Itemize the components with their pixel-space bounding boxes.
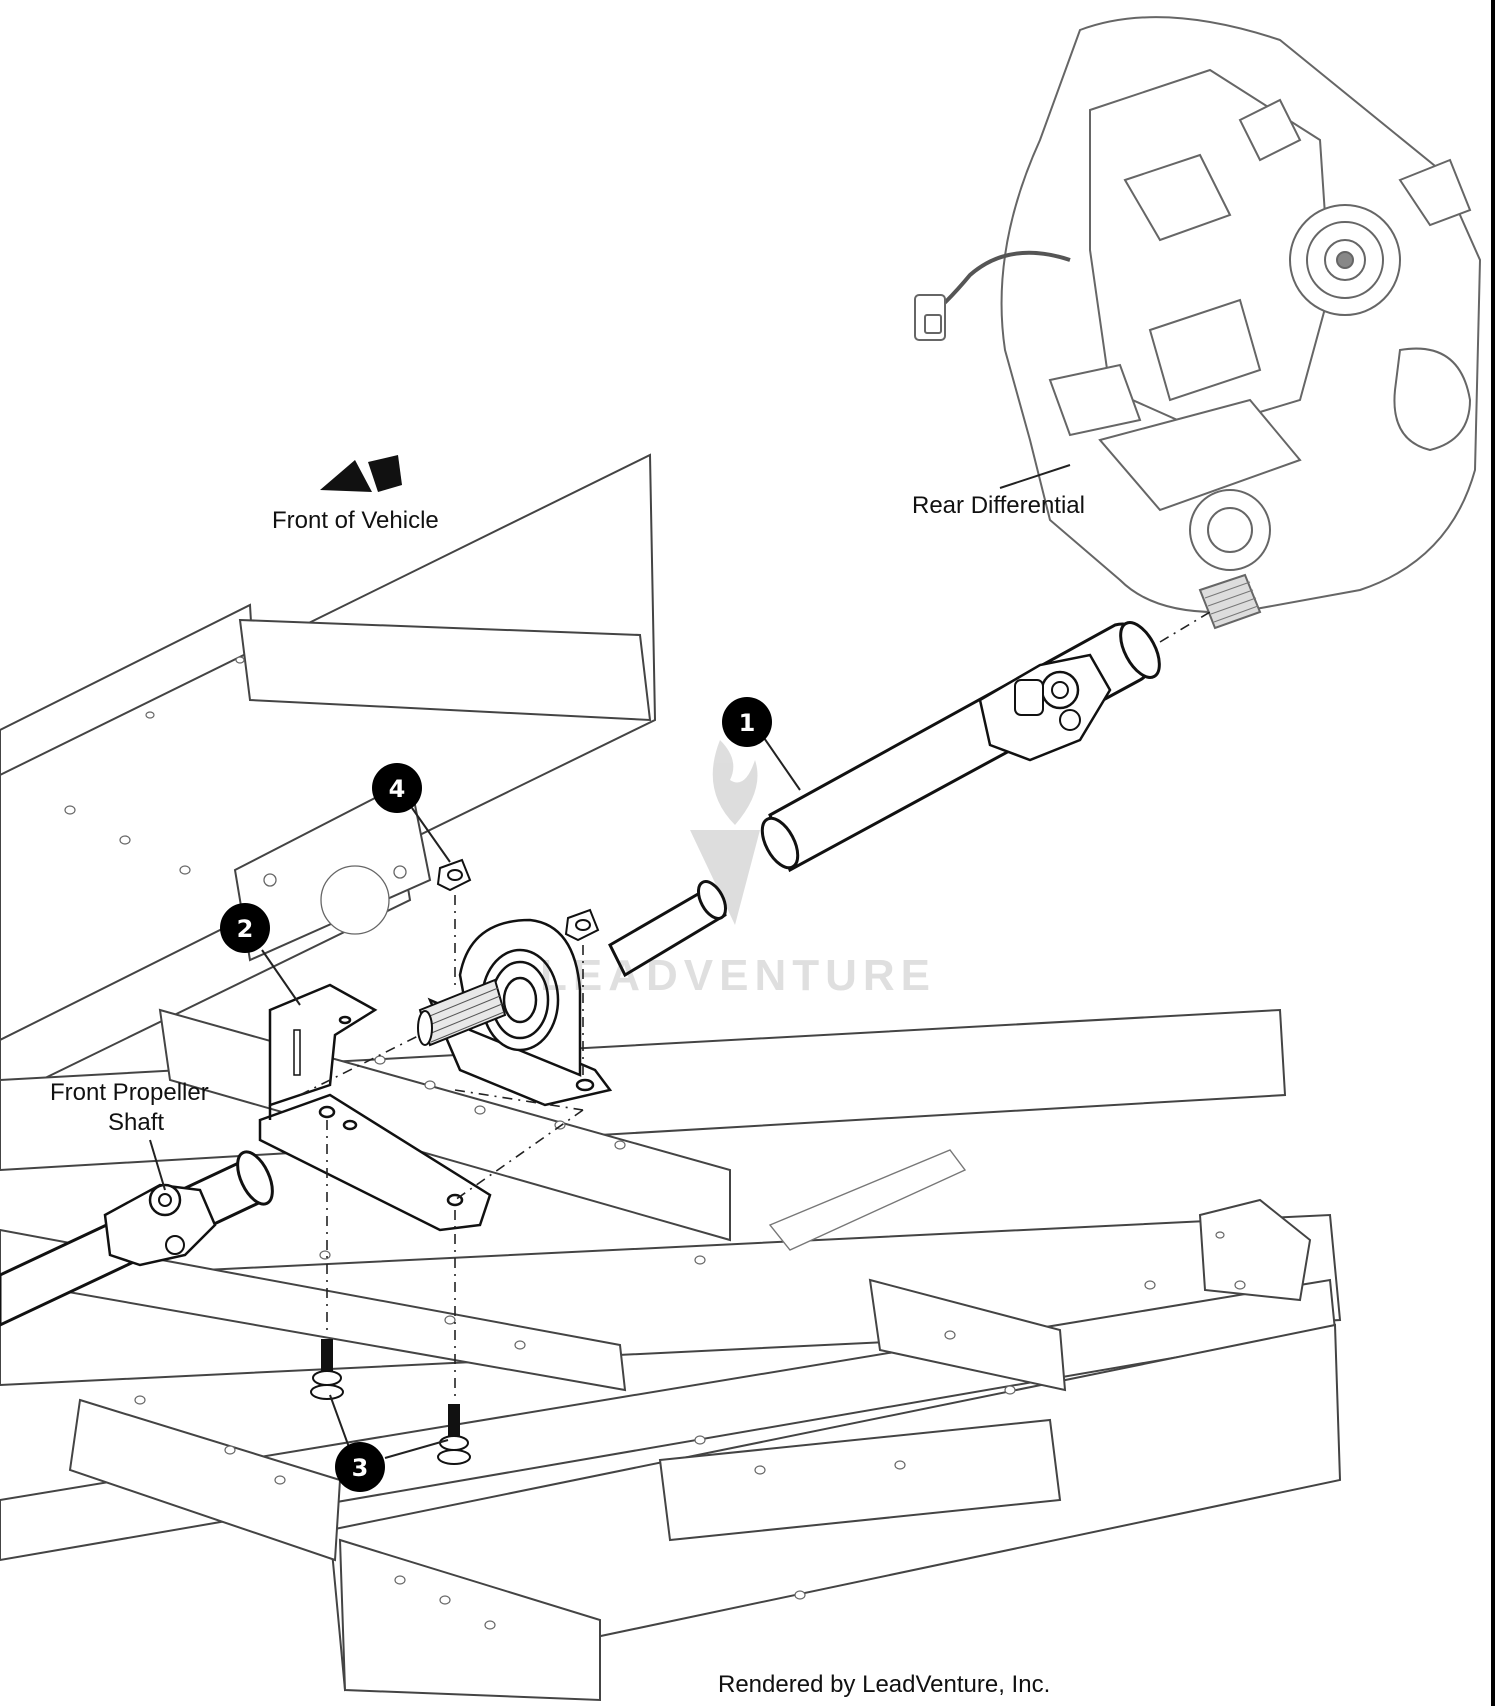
front-propeller-shaft-label-line2: Shaft bbox=[108, 1109, 164, 1136]
front-of-vehicle-label: Front of Vehicle bbox=[272, 507, 439, 534]
footer-credit: Rendered by LeadVenture, Inc. bbox=[718, 1671, 1050, 1698]
assembly-center-lines bbox=[299, 611, 1211, 1400]
svg-text:2: 2 bbox=[237, 915, 254, 943]
callout-3: 3 bbox=[329, 1394, 449, 1492]
leadventure-logo-watermark: LEADVENTURE bbox=[540, 740, 936, 1000]
rear-propeller-shaft bbox=[608, 621, 1161, 978]
nut-4-a bbox=[436, 858, 472, 892]
bolt-3-a bbox=[310, 1339, 344, 1400]
svg-text:3: 3 bbox=[352, 1454, 369, 1482]
front-propeller-shaft bbox=[0, 1150, 274, 1327]
svg-text:1: 1 bbox=[739, 709, 756, 737]
center-support-bearing bbox=[417, 918, 613, 1107]
front-propeller-shaft-leader bbox=[149, 1139, 166, 1191]
callout-2: 2 bbox=[220, 903, 301, 1006]
front-propeller-shaft-label-line1: Front Propeller bbox=[50, 1079, 209, 1106]
front-direction-arrow-icon bbox=[320, 455, 402, 492]
watermark-text: LEADVENTURE bbox=[540, 951, 936, 1000]
rear-differential-assembly bbox=[914, 16, 1482, 630]
bearing-mount-bracket bbox=[258, 983, 492, 1232]
callout-4: 4 bbox=[372, 763, 451, 863]
vehicle-frame bbox=[0, 453, 1342, 1702]
svg-text:4: 4 bbox=[389, 775, 406, 803]
rear-differential-leader bbox=[999, 464, 1071, 489]
nut-4-b bbox=[564, 908, 600, 942]
rear-differential-label: Rear Differential bbox=[912, 492, 1085, 519]
callout-1: 1 bbox=[722, 697, 801, 791]
